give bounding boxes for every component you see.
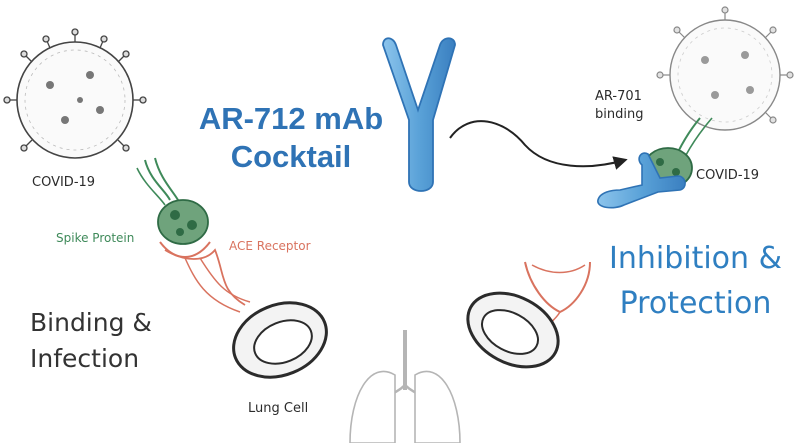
antibody-center-icon <box>382 37 456 192</box>
inhibition-protection-line-1: Inhibition & <box>609 241 782 276</box>
virus-left-label: COVID-19 <box>32 175 96 190</box>
binding-infection-line-1: Binding & <box>30 308 152 337</box>
inhibition-protection-label: Inhibition & Protection <box>598 236 793 326</box>
virus-right-label: COVID-19 <box>696 168 760 183</box>
title-line-2: Cocktail <box>230 138 352 174</box>
diagram-title: AR-712 mAb Cocktail <box>186 100 396 176</box>
title-line-1: AR-712 mAb <box>198 101 384 136</box>
antibody-bound-icon <box>597 152 686 209</box>
virus-left-icon <box>3 28 147 159</box>
lungs-icon <box>349 330 461 443</box>
binding-infection-line-2: Infection <box>30 344 140 374</box>
ar701-binding-line-2: binding <box>595 107 644 123</box>
spike-protein-left-icon <box>136 157 209 245</box>
ar701-binding-label: AR-701 binding <box>595 88 643 124</box>
arrow-icon <box>449 120 628 170</box>
ace-receptor-left-icon <box>159 241 251 313</box>
binding-infection-label: Binding & Infection <box>30 305 152 378</box>
lung-cell-right-icon <box>466 291 560 369</box>
spike-protein-label: Spike Protein <box>56 231 135 245</box>
lung-cell-label: Lung Cell <box>248 401 309 416</box>
ar701-binding-line-1: AR-701 <box>595 89 642 104</box>
ace-receptor-label: ACE Receptor <box>229 239 311 253</box>
inhibition-protection-line-2: Protection <box>619 286 772 321</box>
lung-cell-left-icon <box>232 301 328 379</box>
virus-right-icon <box>656 6 794 131</box>
